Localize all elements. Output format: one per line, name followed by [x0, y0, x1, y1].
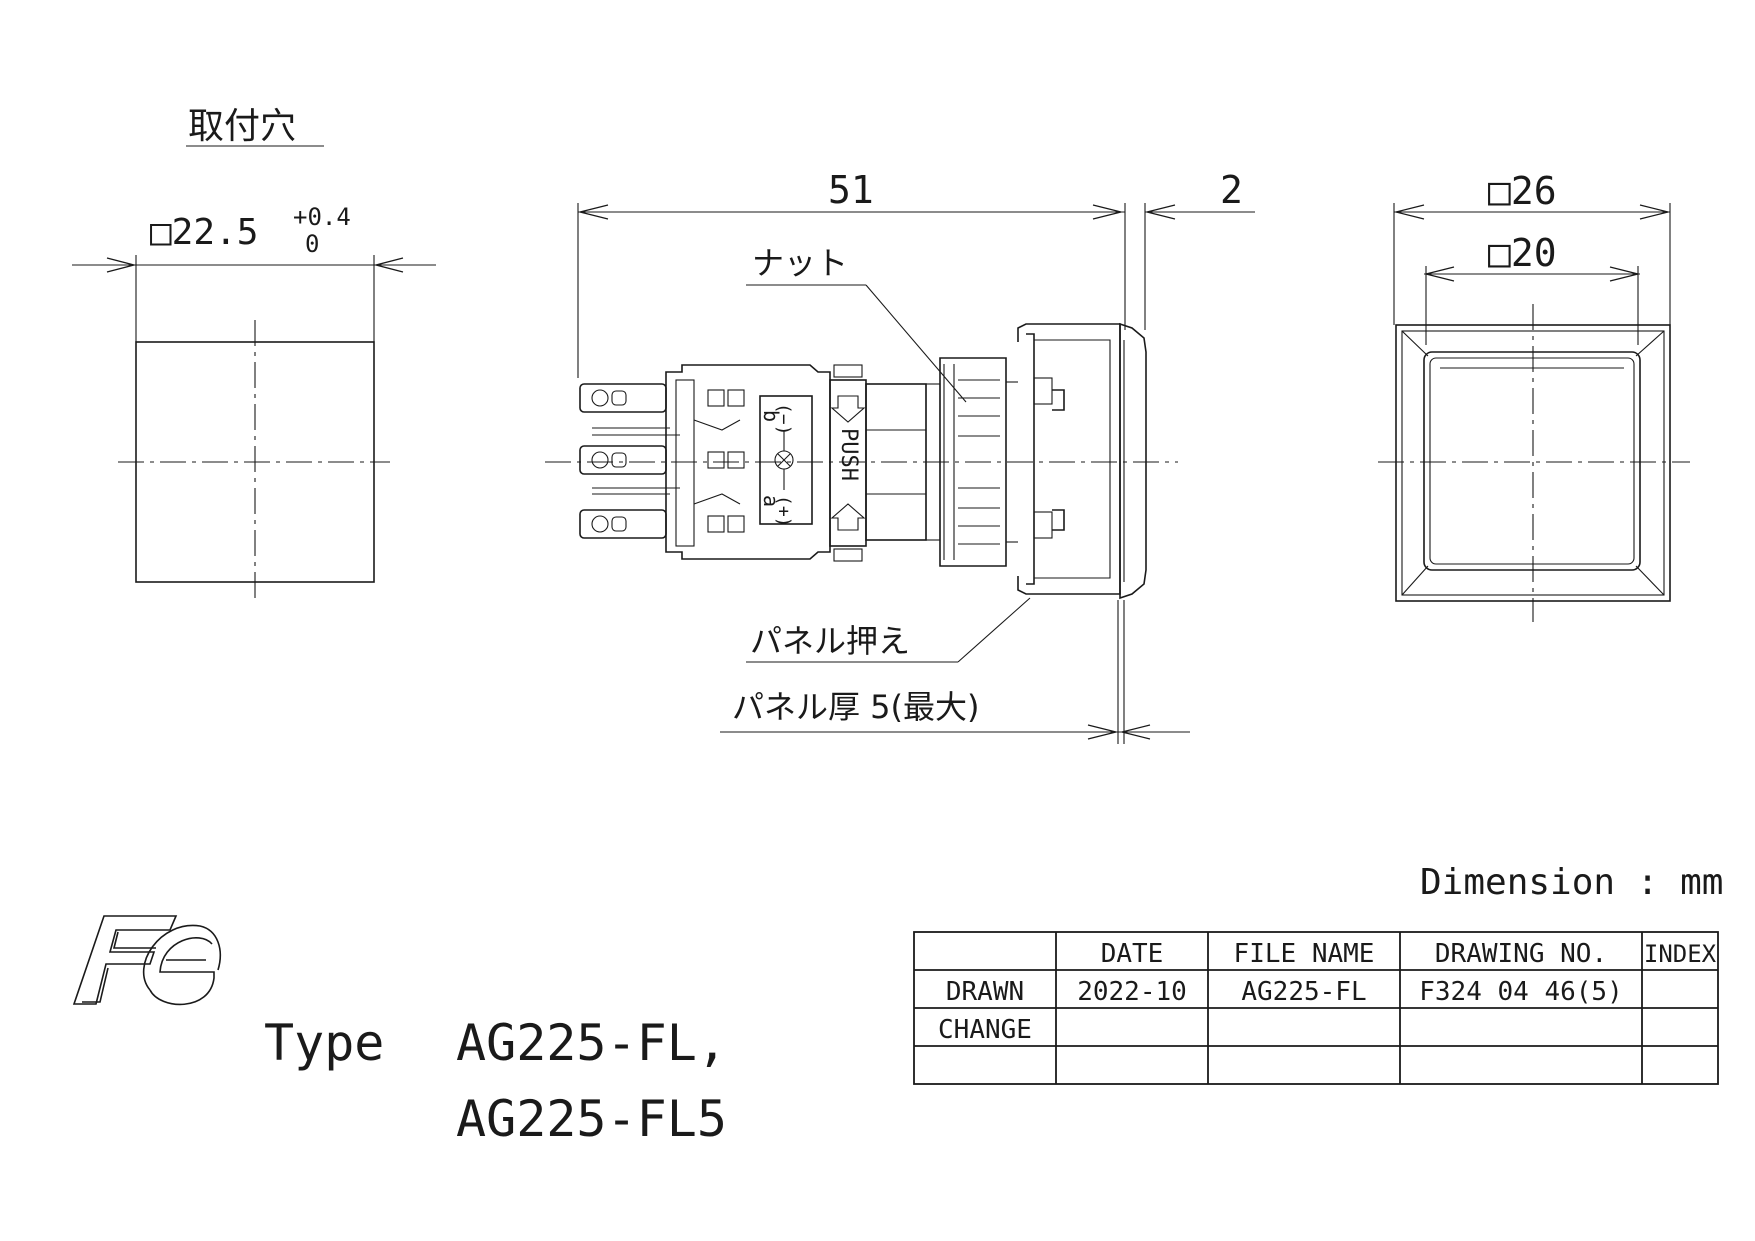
terminal-a: a [759, 495, 783, 507]
switch-body: (−) b a (+) PUSH [665, 364, 867, 562]
front-inner-size: □20 [1488, 231, 1557, 275]
push-text: PUSH [836, 428, 861, 481]
title-block: DATE FILE NAME DRAWING NO. INDEX DRAWN 2… [913, 931, 1719, 1085]
row-drawn-label: DRAWN [946, 977, 1024, 1007]
row-change-label: CHANGE [938, 1015, 1032, 1045]
nut [939, 357, 1018, 567]
mounting-hole-view: 取付穴 □22.5 +0.4 0 [72, 106, 436, 598]
row-drawn-drawing-no: F324 04 46(5) [1419, 977, 1623, 1007]
bezel [1119, 322, 1147, 600]
header-drawing-no: DRAWING NO. [1435, 939, 1607, 969]
dim-bezel-2: 2 [1220, 168, 1243, 212]
company-logo [72, 915, 222, 1006]
mounting-hole-title: 取付穴 [188, 106, 296, 147]
front-view: □26 □20 [1378, 169, 1690, 622]
front-lens [1423, 351, 1641, 571]
label-nut: ナット [752, 244, 848, 282]
header-date: DATE [1101, 939, 1164, 969]
header-index: INDEX [1644, 940, 1717, 968]
polarity-plus: (+) [773, 495, 794, 528]
label-panel-clamp: パネル押え [750, 622, 910, 660]
side-view: 51 2 ナット [545, 168, 1255, 744]
header-file-name: FILE NAME [1234, 939, 1375, 969]
dim-length-51: 51 [828, 168, 874, 212]
units-label: Dimension : mm [1420, 862, 1723, 903]
terminal-b: b [759, 410, 783, 422]
terminal-pins [579, 383, 680, 539]
type-line-2: AG225-FL5 [456, 1090, 727, 1148]
mounting-hole-size: □22.5 [150, 212, 258, 253]
mounting-hole-tol-minus: 0 [305, 230, 319, 258]
type-prefix: Type [264, 1014, 384, 1072]
row-drawn-file: AG225-FL [1241, 977, 1366, 1007]
front-outer-size: □26 [1488, 169, 1557, 213]
type-line-1: AG225-FL, [456, 1014, 727, 1072]
polarity-minus: (−) [773, 403, 794, 436]
mounting-hole-tol-plus: +0.4 [293, 203, 351, 231]
row-drawn-date: 2022-10 [1077, 977, 1187, 1007]
panel-clamp [1017, 323, 1121, 595]
label-panel-thickness: パネル厚 5(最大) [732, 688, 980, 726]
